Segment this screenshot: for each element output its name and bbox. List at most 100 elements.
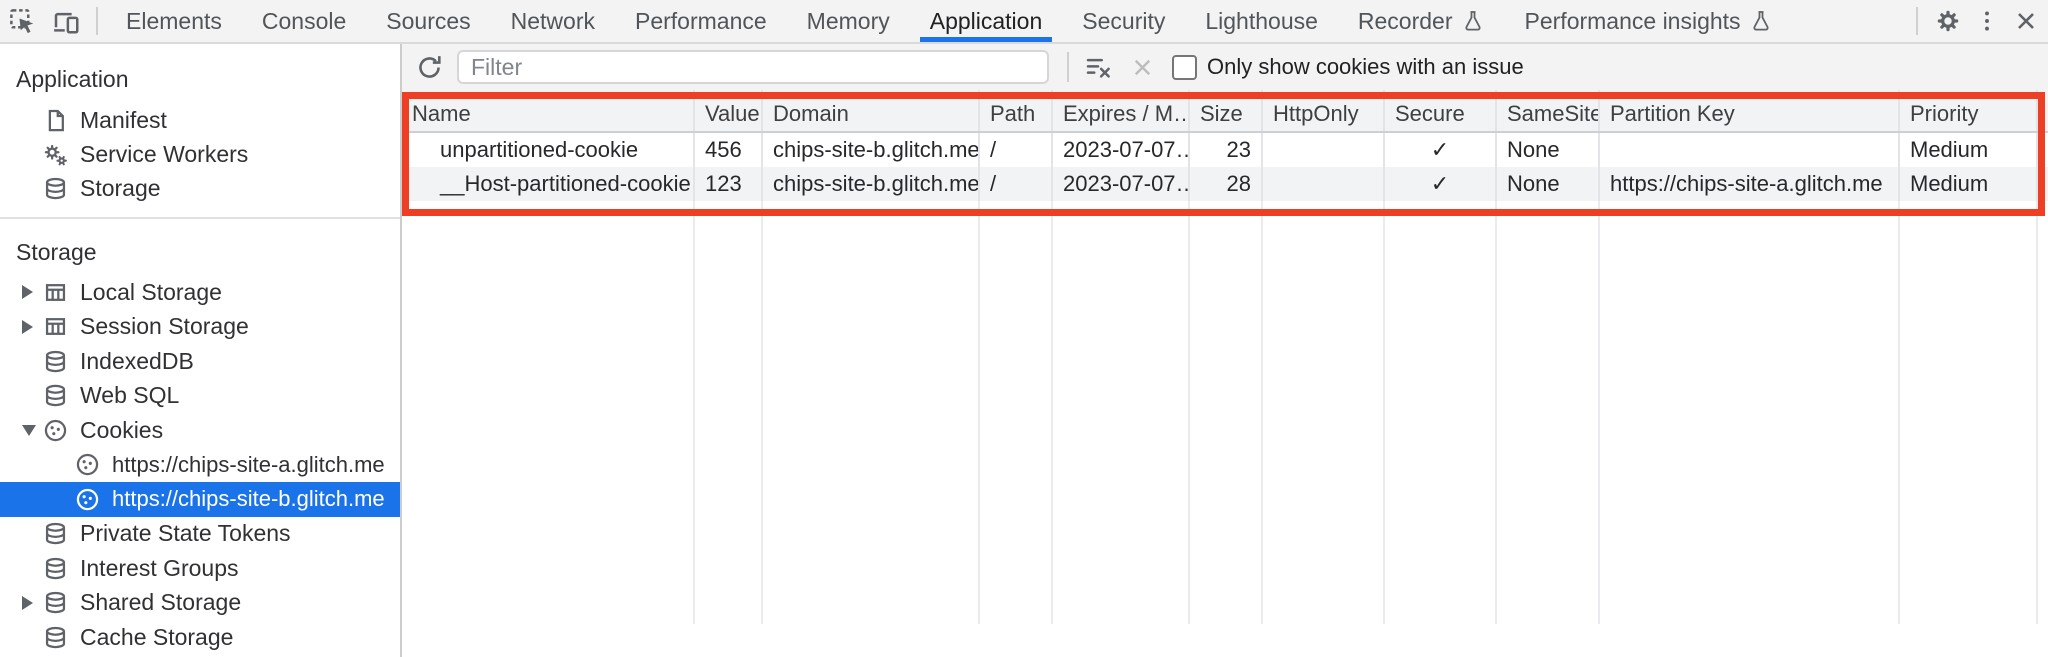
cell-value: 123	[695, 167, 763, 201]
section-title-storage: Storage	[16, 238, 97, 265]
sidebar-item-web-sql[interactable]: Web SQL	[0, 379, 400, 414]
cell-samesite: None	[1497, 167, 1600, 201]
sidebar-item-session-storage[interactable]: Session Storage	[0, 310, 400, 345]
column-header-name[interactable]: Name	[402, 90, 695, 131]
clear-filter-icon[interactable]	[1083, 52, 1113, 82]
cell-partition-key	[1600, 133, 1900, 167]
cell-path: /	[980, 133, 1053, 167]
cell-expires: 2023-07-07…	[1053, 167, 1190, 201]
sidebar-item-service-workers[interactable]: Service Workers	[0, 137, 400, 171]
sidebar-item-cookies-chips-site-a[interactable]: https://chips-site-a.glitch.me	[0, 448, 400, 483]
flask-icon	[1749, 9, 1773, 33]
application-panel-sidebar: Application Manifest	[0, 44, 402, 657]
chevron-right-icon[interactable]	[22, 319, 42, 334]
cell-value: 456	[695, 133, 763, 167]
chevron-right-icon[interactable]	[22, 285, 42, 300]
sidebar-item-storage[interactable]: Storage	[0, 171, 400, 205]
cookies-panel: Only show cookies with an issue Name Val…	[402, 44, 2048, 657]
column-header-expires[interactable]: Expires / M…	[1053, 90, 1190, 131]
column-header-samesite[interactable]: SameSite	[1497, 90, 1600, 131]
database-icon	[42, 175, 69, 202]
cell-size: 23	[1190, 133, 1263, 167]
device-toolbar-icon[interactable]	[44, 0, 88, 42]
cookie-row-host-partitioned[interactable]: __Host-partitioned-cookie 123 chips-site…	[402, 167, 2048, 201]
cookie-icon	[42, 417, 69, 444]
column-header-domain[interactable]: Domain	[763, 90, 980, 131]
sidebar-item-manifest[interactable]: Manifest	[0, 103, 400, 137]
cell-size: 28	[1190, 167, 1263, 201]
cell-expires: 2023-07-07…	[1053, 133, 1190, 167]
gears-icon	[42, 141, 69, 168]
column-header-size[interactable]: Size	[1190, 90, 1263, 131]
tab-application[interactable]: Application	[910, 0, 1063, 42]
only-issues-checkbox[interactable]	[1172, 54, 1197, 80]
column-header-path[interactable]: Path	[980, 90, 1053, 131]
sidebar-item-private-state-tokens[interactable]: Private State Tokens	[0, 517, 400, 552]
cell-httponly	[1263, 133, 1385, 167]
database-icon	[42, 520, 69, 547]
cell-priority: Medium	[1900, 133, 2038, 167]
cell-partition-key: https://chips-site-a.glitch.me	[1600, 167, 1900, 201]
column-header-priority[interactable]: Priority	[1900, 90, 2038, 131]
cookie-row-unpartitioned[interactable]: unpartitioned-cookie 456 chips-site-b.gl…	[402, 133, 2048, 167]
devtools-tabbar: Elements Console Sources Network Perform…	[0, 0, 2048, 44]
kebab-menu-icon[interactable]	[1970, 0, 2004, 42]
tab-lighthouse[interactable]: Lighthouse	[1205, 8, 1318, 34]
database-icon	[42, 624, 69, 651]
tab-console[interactable]: Console	[261, 8, 347, 34]
sidebar-item-shared-storage[interactable]: Shared Storage	[0, 586, 400, 621]
cell-samesite: None	[1497, 133, 1600, 167]
sidebar-section-storage: Local Storage Session Storage IndexedDB	[0, 275, 400, 655]
tabbar-separator	[96, 7, 98, 35]
cell-domain: chips-site-b.glitch.me	[763, 167, 980, 201]
column-header-secure[interactable]: Secure	[1385, 90, 1497, 131]
sidebar-item-cookies-chips-site-b[interactable]: https://chips-site-b.glitch.me	[0, 482, 400, 517]
sidebar-item-interest-groups[interactable]: Interest Groups	[0, 551, 400, 586]
cell-secure-checkmark: ✓	[1385, 133, 1497, 167]
filter-input[interactable]	[457, 50, 1049, 84]
database-icon	[42, 589, 69, 616]
cell-domain: chips-site-b.glitch.me	[763, 133, 980, 167]
close-icon[interactable]	[2004, 0, 2048, 42]
sidebar-item-cache-storage[interactable]: Cache Storage	[0, 620, 400, 655]
tab-security[interactable]: Security	[1082, 8, 1166, 34]
tab-memory[interactable]: Memory	[806, 8, 890, 34]
section-title-application: Application	[16, 65, 129, 92]
tab-network[interactable]: Network	[510, 8, 595, 34]
cookies-toolbar: Only show cookies with an issue	[402, 44, 2048, 90]
sidebar-item-cookies[interactable]: Cookies	[0, 413, 400, 448]
sidebar-item-indexeddb[interactable]: IndexedDB	[0, 344, 400, 379]
cookies-table: Name Value Domain Path Expires / M… Size…	[402, 90, 2048, 624]
cell-name: __Host-partitioned-cookie	[402, 167, 695, 201]
database-icon	[42, 555, 69, 582]
document-icon	[42, 107, 69, 134]
cell-secure-checkmark: ✓	[1385, 167, 1497, 201]
chevron-right-icon[interactable]	[22, 595, 42, 610]
tab-recorder[interactable]: Recorder	[1338, 0, 1505, 42]
sidebar-item-local-storage[interactable]: Local Storage	[0, 275, 400, 310]
tab-performance[interactable]: Performance	[635, 8, 767, 34]
sidebar-divider	[0, 217, 400, 219]
column-header-httponly[interactable]: HttpOnly	[1263, 90, 1385, 131]
cell-httponly	[1263, 167, 1385, 201]
cookies-table-header: Name Value Domain Path Expires / M… Size…	[402, 90, 2048, 133]
refresh-icon[interactable]	[414, 52, 445, 83]
delete-selected-icon[interactable]	[1129, 54, 1156, 81]
inspect-cursor-icon[interactable]	[0, 0, 44, 42]
column-header-value[interactable]: Value	[695, 90, 763, 131]
database-icon	[42, 348, 69, 375]
chevron-down-icon[interactable]	[22, 424, 42, 436]
tab-elements[interactable]: Elements	[126, 8, 222, 34]
sidebar-section-application: Application Manifest	[0, 44, 400, 219]
tabbar-separator	[1916, 7, 1918, 35]
flask-icon	[1461, 9, 1485, 33]
tab-performance-insights[interactable]: Performance insights	[1505, 0, 1793, 42]
cell-name: unpartitioned-cookie	[402, 133, 695, 167]
only-issues-label: Only show cookies with an issue	[1207, 54, 1524, 79]
tab-sources[interactable]: Sources	[386, 8, 471, 34]
table-icon	[42, 279, 69, 306]
column-header-partition-key[interactable]: Partition Key	[1600, 90, 1900, 131]
cell-priority: Medium	[1900, 167, 2038, 201]
gear-icon[interactable]	[1926, 0, 1970, 42]
